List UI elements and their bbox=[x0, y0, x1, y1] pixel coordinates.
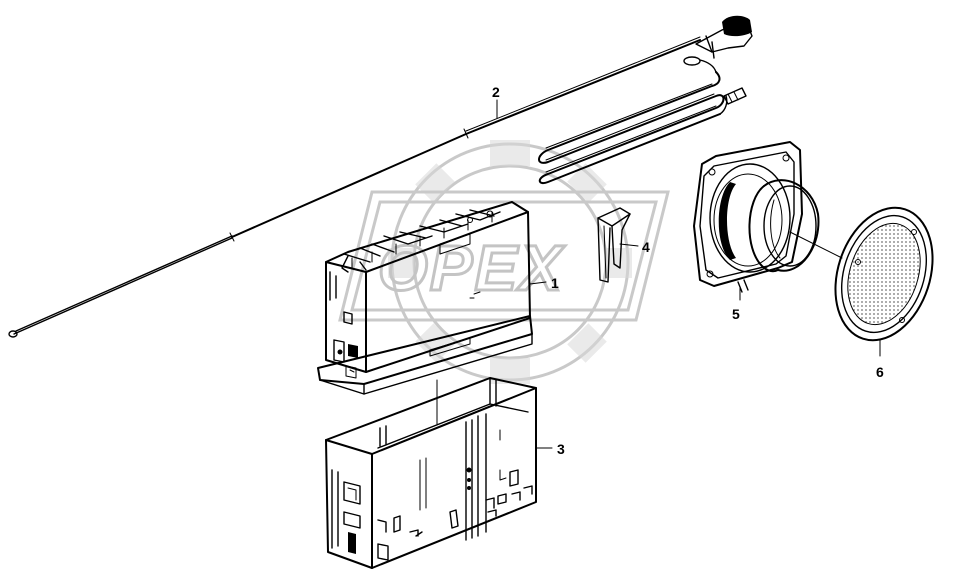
leader-line-4 bbox=[619, 243, 639, 247]
callout-4: 4 bbox=[642, 239, 650, 255]
watermark-logo: OPEX bbox=[338, 140, 670, 384]
callout-6: 6 bbox=[876, 364, 884, 380]
speaker-grille bbox=[834, 206, 934, 357]
callout-1: 1 bbox=[551, 275, 559, 291]
callout-5: 5 bbox=[732, 306, 740, 322]
speaker bbox=[693, 141, 843, 301]
leader-line-1 bbox=[529, 281, 547, 285]
antenna bbox=[8, 15, 753, 338]
antenna-cable bbox=[538, 71, 747, 184]
watermark-text: OPEX bbox=[378, 232, 565, 304]
callout-2: 2 bbox=[492, 84, 500, 100]
radio-unit bbox=[317, 201, 547, 395]
callout-3: 3 bbox=[557, 441, 565, 457]
removal-key bbox=[597, 207, 639, 283]
mounting-frame bbox=[325, 377, 553, 569]
